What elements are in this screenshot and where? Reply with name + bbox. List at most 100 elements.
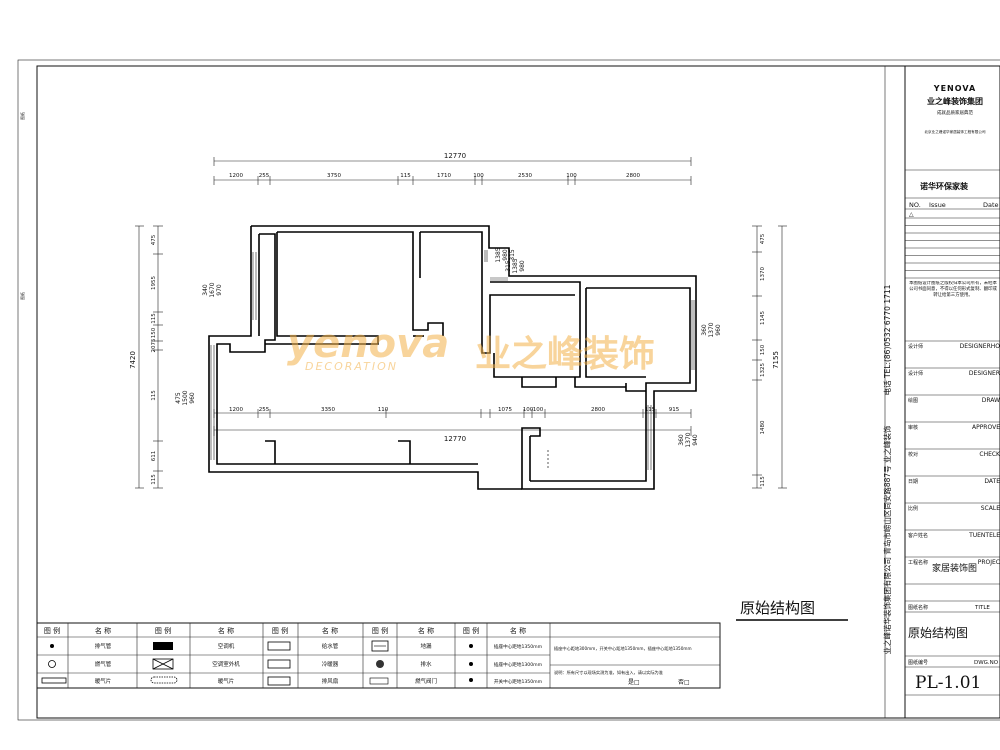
window-label-line: 960: [189, 392, 196, 404]
watermark-sub: DECORATION: [305, 360, 398, 373]
legend-r2-c5: 插座中心距地1300mm: [494, 661, 543, 668]
brand-cn-logo: 业之峰装饰集团: [927, 96, 983, 106]
left-segment-dim: 611: [151, 451, 157, 462]
legend-r3-c3: 排风扇: [322, 677, 339, 685]
watermark-brand: yenova: [287, 321, 449, 367]
legend-symbols: [41, 640, 473, 686]
window-right-bottom: [647, 405, 652, 470]
floor-drain-icon: [371, 640, 389, 652]
legend-header-name-5: 名 称: [510, 626, 526, 635]
legend-header-icon-1: 图 例: [44, 626, 60, 635]
legend-note-1: 插座中心距地300mm，开关中心距地1350mm，插座中心距地1350mm: [554, 645, 692, 652]
gas-symbol-icon: [48, 660, 56, 668]
left-segment-dim: 115: [151, 313, 157, 324]
field-label-en: CHECK: [979, 451, 1000, 458]
field-label-en: TUENTELE: [968, 532, 1000, 539]
right-segment-dim: 1370: [760, 267, 766, 281]
left-segment-dim: 150: [151, 327, 157, 338]
bottom-segment-dim: 100: [533, 407, 544, 413]
right-segment-dim: 150: [760, 344, 766, 355]
window-label-line: 1670: [209, 282, 216, 297]
field-label-en: DATE: [984, 478, 1000, 485]
left-segment-dim: 475: [151, 234, 157, 245]
window-label-line: 360: [701, 324, 708, 336]
legend-check-yes: 是□: [628, 679, 640, 686]
top-segment-dim: 2530: [518, 173, 532, 179]
legend-header-icon-3: 图 例: [272, 626, 288, 635]
window-label-line: 315: [509, 249, 516, 261]
legend-r3-c1: 暖气片: [95, 677, 112, 685]
window-label-line: 980: [502, 249, 509, 261]
company-line: 北京业之峰诺华家居装饰工程有限公司: [924, 129, 985, 134]
legend-r2-c4: 排水: [420, 660, 432, 668]
vertical-address: 业之峰诺华装饰集团有限公司 青岛市崂山区同安路887号 业之峰装饰: [882, 425, 892, 655]
window-label-line: 960: [715, 324, 722, 336]
right-segment-dim: 1480: [760, 420, 766, 434]
svg-text:图纸: 图纸: [19, 292, 25, 300]
left-segment-dim: 115: [151, 474, 157, 485]
top-segment-dim: 115: [400, 173, 411, 179]
window-label-line: 1385: [495, 247, 502, 262]
bottom-segment-dim: 100: [523, 407, 534, 413]
top-segment-dim: 2800: [626, 173, 640, 179]
bottom-segment-dim: 1200: [229, 407, 243, 413]
legend-r2-c2: 空调室外机: [212, 660, 240, 668]
rev-header-date: Date: [983, 201, 999, 209]
watermark: yenova DECORATION 业之峰装饰: [287, 321, 655, 375]
legend-r3-c4: 燃气阀门: [415, 677, 437, 685]
legend-header-icon-5: 图 例: [463, 626, 479, 635]
disclaimer-text: 本图纸设计图纸之版权归本公司所有，未经本公司书面同意，不得以任何形式复制、翻印或…: [909, 281, 997, 298]
rev-header-issue: Issue: [929, 201, 946, 209]
left-segment-dim: 2075: [151, 338, 157, 352]
gas-valve-icon: [369, 677, 389, 685]
field-label-en: APPROVE: [972, 424, 1000, 431]
field-label-cn: 日期: [908, 479, 918, 485]
field-label-cn: 客户姓名: [908, 532, 928, 539]
outer-frame: [17, 59, 1000, 721]
legend-r1-c2: 空调机: [218, 642, 235, 650]
legend-r1-c5: 插座中心距地1350mm: [494, 643, 543, 650]
field-label-en: PROJEC: [978, 559, 1000, 566]
field-label-cn: 设计师: [908, 343, 923, 350]
legend-header-name-3: 名 称: [322, 626, 338, 635]
window-label-line: 1370: [708, 322, 715, 337]
legend-r3-c2: 暖气片: [218, 677, 235, 685]
revision-lines: [905, 217, 1000, 271]
bottom-segment-dim: 255: [259, 407, 270, 413]
legend-r2-c1: 燃气管: [95, 660, 112, 668]
window-label-line: 340: [202, 284, 209, 296]
dwg-label-en: DWG.NO: [974, 660, 999, 666]
right-segment-dim: 475: [760, 233, 766, 244]
top-overall-dim: 12770: [444, 152, 466, 160]
window-label-line: 1385: [512, 258, 519, 273]
legend-header-icon-2: 图 例: [155, 626, 171, 635]
legend-check-no: 否□: [678, 679, 690, 686]
sheet-title: 原始结构图: [908, 625, 968, 640]
legend-r1-c1: 排气管: [95, 642, 112, 650]
top-segment-dim: 100: [566, 173, 577, 179]
title-label-cn: 图纸名称: [908, 604, 928, 611]
legend-r1-c4: 地漏: [420, 642, 432, 650]
legend-table: 图 例 名 称 图 例 名 称 图 例 名 称 图 例 名 称 图 例 名 称: [36, 622, 721, 689]
vertical-address-strip: 电话 TEL:(86)0532 6770 1711 业之峰诺华装饰集团有限公司 …: [882, 284, 892, 654]
bottom-segment-dim: 3350: [321, 407, 335, 413]
dwg-number: PL-1.01: [915, 673, 981, 693]
bottom-segment-dim: 2800: [591, 407, 605, 413]
window-label-line: 980: [519, 260, 526, 272]
top-segment-dim: 100: [473, 173, 484, 179]
inner-frame: [36, 65, 1000, 719]
right-segment-dim: 1145: [760, 311, 766, 325]
bottom-segment-dim: 110: [378, 407, 389, 413]
exhaust-fan-icon: [267, 676, 291, 686]
left-overall-dim: 7420: [129, 351, 137, 369]
legend-r1-c3: 给水管: [322, 642, 339, 650]
water-pipe-icon: [267, 641, 291, 651]
field-label-en: DRAW: [982, 397, 1000, 404]
field-label-en: DESIGNER: [969, 370, 1000, 377]
svg-text:图纸: 图纸: [19, 112, 25, 120]
watermark-cn: 业之峰装饰: [475, 334, 655, 375]
